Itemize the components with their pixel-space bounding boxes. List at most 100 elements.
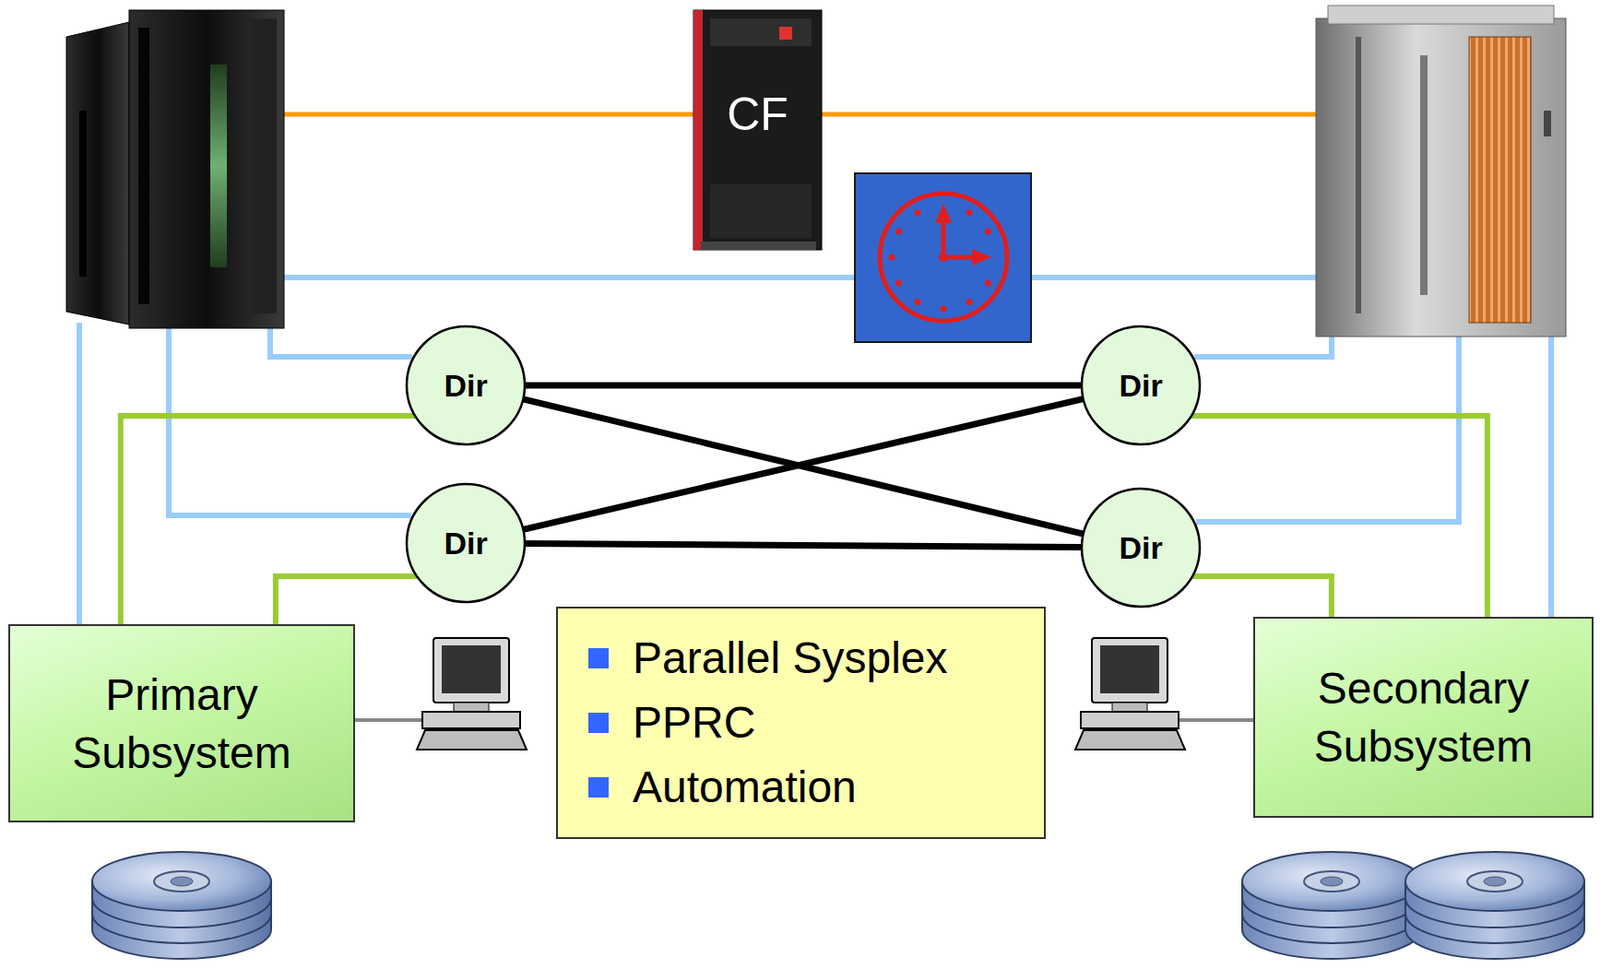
disk-platter-edge xyxy=(1405,913,1585,944)
feature-list-box: Parallel SysplexPPRC Automation xyxy=(556,606,1046,840)
node-text: Dir xyxy=(443,367,487,404)
disk-spindle xyxy=(1483,877,1506,887)
cf-panel xyxy=(710,184,812,238)
disk-stack xyxy=(92,852,272,960)
panel-seam xyxy=(1355,36,1362,314)
node-text: Secondary Subsystem xyxy=(1285,659,1563,776)
director-circle: Dir xyxy=(404,324,527,447)
circle-shape xyxy=(1081,326,1200,445)
cf-stripe xyxy=(693,10,703,250)
isl-line xyxy=(524,382,1082,390)
node-text: Primary Subsystem xyxy=(43,665,320,783)
console-link xyxy=(355,718,423,723)
channel-link xyxy=(76,322,83,628)
cf-logo xyxy=(779,26,793,40)
cf-tower xyxy=(693,10,822,250)
disk-hub xyxy=(1303,871,1360,892)
node-text: Dir xyxy=(1118,530,1162,567)
mainframe-top xyxy=(1327,5,1554,24)
console-link xyxy=(1178,718,1254,723)
panel-seam xyxy=(138,27,150,305)
panel-seam xyxy=(250,18,277,314)
circle-shape xyxy=(406,326,525,445)
isl-line xyxy=(522,399,1083,531)
console-stand xyxy=(453,702,489,712)
copper-panel xyxy=(1469,36,1531,323)
node-text: CF xyxy=(726,87,789,142)
disk-stack xyxy=(1242,852,1422,960)
disk-top xyxy=(92,852,272,912)
channel-link xyxy=(270,322,413,357)
clock-tick xyxy=(966,298,973,306)
clock-hand-tip xyxy=(971,248,992,266)
circle-shape xyxy=(1081,488,1200,607)
link-line xyxy=(1192,576,1332,617)
node-text: Automation xyxy=(588,759,857,816)
director-circle: Dir xyxy=(1079,324,1202,447)
disk-hub xyxy=(1467,871,1523,892)
disk-platter-edge xyxy=(1242,913,1422,944)
clock-tick xyxy=(984,228,992,236)
coupling-facility: CF xyxy=(693,59,822,170)
channel-link xyxy=(1196,331,1459,522)
link-line xyxy=(1191,415,1488,617)
link-line xyxy=(275,576,417,625)
clock-hand xyxy=(941,217,947,258)
disk-top xyxy=(1405,852,1585,912)
panel-seam xyxy=(1420,55,1428,296)
mainframe-body xyxy=(1315,18,1566,337)
panel-seam xyxy=(79,110,87,277)
cf-link xyxy=(821,112,1316,118)
clock-ticks xyxy=(888,209,993,313)
clock-hand-tip xyxy=(935,203,952,224)
console-monitor xyxy=(1091,638,1168,703)
console-screen xyxy=(441,645,501,694)
clock-tick xyxy=(984,280,992,287)
clock-tick xyxy=(895,228,902,236)
clock-tick xyxy=(914,209,922,216)
door-handle xyxy=(1543,110,1552,137)
timer-link xyxy=(276,274,855,281)
clock-tick xyxy=(966,209,973,216)
cf-panel xyxy=(710,18,812,47)
clock-tick xyxy=(888,254,896,261)
node-text: Parallel Sysplex xyxy=(588,630,948,687)
mainframe-door xyxy=(66,22,130,325)
console-stand xyxy=(1112,702,1148,712)
clock-tick xyxy=(940,306,948,313)
console-monitor xyxy=(433,638,510,703)
circle-shape xyxy=(406,484,525,603)
console-keyboard xyxy=(1075,730,1186,750)
console-keyboard xyxy=(416,730,527,750)
timer-box xyxy=(854,173,1032,343)
disk-spindle xyxy=(170,877,193,887)
isl-line xyxy=(524,543,1082,547)
channel-link xyxy=(1194,331,1332,357)
subsystem-box: Primary Subsystem xyxy=(8,624,356,823)
console-unit xyxy=(1080,711,1179,729)
node-text: Dir xyxy=(1118,367,1162,404)
mainframe-body xyxy=(129,10,285,329)
disk-spindle xyxy=(1320,877,1343,887)
disk-platter-edge xyxy=(92,913,272,944)
director-circle: Dir xyxy=(1079,486,1202,609)
isl-line xyxy=(522,399,1084,534)
channel-link xyxy=(1548,331,1554,620)
cf-base xyxy=(700,241,817,250)
console-screen xyxy=(1100,645,1160,694)
disk-hub xyxy=(154,871,210,892)
clock-hub xyxy=(938,252,949,262)
node-text: PPRC xyxy=(588,695,756,751)
cf-link xyxy=(284,112,694,118)
link-line xyxy=(120,415,415,625)
clock-tick xyxy=(895,280,902,287)
status-stripe xyxy=(210,64,227,268)
channel-link xyxy=(168,322,412,516)
timer-link xyxy=(1031,274,1319,281)
disk-stack xyxy=(1405,852,1585,960)
disk-top xyxy=(1242,852,1422,912)
clock-face xyxy=(879,193,1008,321)
clock-tick xyxy=(914,298,922,306)
director-circle: Dir xyxy=(404,482,527,605)
